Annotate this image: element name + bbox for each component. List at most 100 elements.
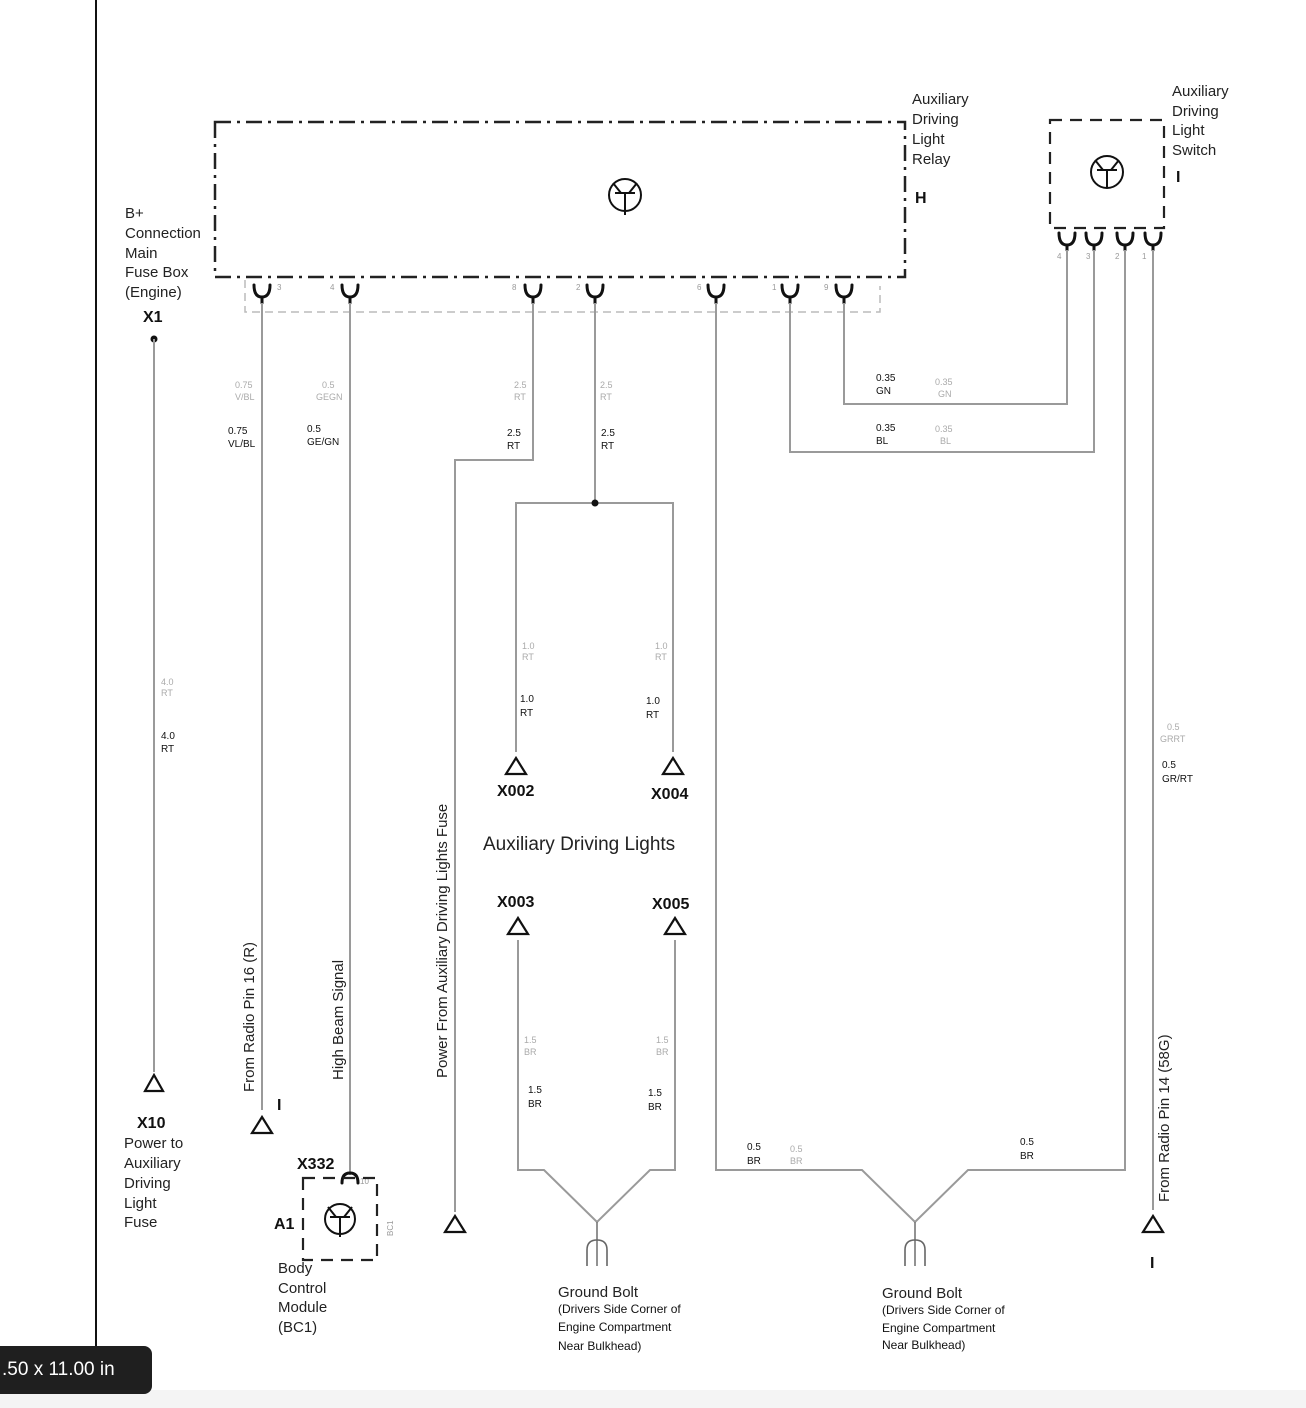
switch-pin-num: 1 [1142,252,1147,261]
relay-pin-num: 1 [772,283,777,292]
relay-label-1: Auxiliary [912,91,969,108]
wire-pin8 [454,303,534,1212]
relay-pin-9[interactable] [834,283,854,305]
switch-pin-num: 4 [1057,252,1062,261]
light-x003: X003 [497,894,534,911]
wire-label: 0.5 [1020,1137,1034,1148]
wire-label: 2.5 [600,380,613,390]
switch-component[interactable]: Auxiliary Driving Light Switch I 4 3 2 1 [1048,83,1229,261]
bcm-connector-id: X332 [297,1156,334,1173]
relay-component[interactable]: Auxiliary Driving Light Relay H 3 4 8 2 … [213,91,969,313]
ground1-label-3: Engine Compartment [558,1320,672,1334]
relay-pin-8[interactable] [523,283,543,305]
wire-labels: 4.0 RT 4.0 RT 0.75 V/BL 0.75 VL/BL 0.5 G… [161,373,1193,1167]
wire-label: 0.5 [322,380,335,390]
relay-label-2: Driving [912,111,959,128]
bcm-outline [301,1176,379,1262]
wire-pin1 [789,250,1095,453]
connector-fuse-triangle [443,1213,467,1234]
x10-label-3: Driving [124,1175,171,1192]
wire-label: GR/RT [1162,774,1193,785]
fusebox-component[interactable]: B+ Connection Main Fuse Box (Engine) X1 [125,205,201,343]
x10-label-4: Light [124,1195,157,1212]
bcm-ref: A1 [274,1216,295,1233]
wire-label: GE/GN [307,437,339,448]
bcm-pin[interactable] [340,1171,360,1185]
wire-label: BR [524,1047,537,1057]
signal-power-fuse: Power From Auxiliary Driving Lights Fuse [434,804,451,1078]
wire-label: RT [522,652,534,662]
signal-high-beam: High Beam Signal [330,960,347,1080]
ground1-label-2: (Drivers Side Corner of [558,1302,681,1316]
switch-pin-num: 2 [1115,252,1120,261]
relay-pin-4[interactable] [340,283,360,305]
wire-label: 1.5 [528,1085,542,1096]
wire-label: 2.5 [514,380,527,390]
wire-label: GN [876,386,891,397]
wire-pin6-ground [715,250,1126,1224]
wire-label: 1.5 [524,1035,537,1045]
relay-pin-num: 4 [330,283,335,292]
relay-pin-2[interactable] [585,283,605,305]
switch-letter: I [1176,169,1180,186]
relay-pin-6[interactable] [706,283,726,305]
bcm-pin-num: 10 [360,1177,369,1186]
relay-pin-num: 9 [824,283,829,292]
switch-icon [1090,155,1124,189]
wire-label: RT [514,392,526,402]
relay-pin-num: 8 [512,283,517,292]
signal-radio16-marker: I [277,1097,281,1114]
wire-label: 0.35 [935,377,953,387]
relay-pin-1[interactable] [780,283,800,305]
wire-label: 0.5 [1167,722,1180,732]
fusebox-id: X1 [143,309,163,326]
wire-label: 0.35 [935,424,953,434]
wire-label: 1.0 [520,694,534,705]
wire-label: BR [648,1102,662,1113]
relay-pin-3[interactable] [252,283,272,305]
connector-x004-triangle [661,755,685,776]
switch-pin-3[interactable] [1084,231,1104,252]
wire-label: RT [520,708,533,719]
wires [153,250,1154,1224]
wire-label: 0.75 [235,380,253,390]
wire-label: 0.5 [747,1142,761,1153]
fusebox-label-1: B+ [125,205,144,222]
connector-x002-triangle [504,755,528,776]
switch-pin-2[interactable] [1115,231,1135,252]
x10-label-2: Auxiliary [124,1155,181,1172]
bcm-component[interactable]: X332 10 A1 BC1 Body Control Module (BC1) [274,1156,395,1336]
ground-bolt-icon [904,1239,926,1266]
wire-label: BR [656,1047,669,1057]
wire-label: 2.5 [507,428,521,439]
wire-label: 0.75 [228,426,248,437]
lights-component[interactable]: X002 X004 Auxiliary Driving Lights X003 … [483,783,689,913]
wire-label: 1.0 [522,641,535,651]
x10-component[interactable]: X10 Power to Auxiliary Driving Light Fus… [124,1115,183,1231]
relay-pin-num: 6 [697,283,702,292]
wire-label: GEGN [316,392,343,402]
x10-id: X10 [137,1115,166,1132]
switch-outline [1048,118,1166,230]
ground-bolt-2[interactable]: Ground Bolt (Drivers Side Corner of Engi… [882,1222,1005,1352]
light-x004: X004 [651,786,688,803]
wire-label: RT [161,688,173,698]
fusebox-label-5: (Engine) [125,284,182,301]
x10-label-1: Power to [124,1135,183,1152]
wire-label: 0.5 [790,1144,803,1154]
switch-pin-4[interactable] [1057,231,1077,252]
ground-bolt-1[interactable]: Ground Bolt (Drivers Side Corner of Engi… [558,1222,681,1353]
signal-radio16: From Radio Pin 16 (R) [241,942,258,1092]
wire-label: 2.5 [601,428,615,439]
ground2-label-4: Near Bulkhead) [882,1338,965,1352]
wire-label: 4.0 [161,677,174,687]
bcm-side-label: BC1 [386,1220,395,1236]
signal-radio14: From Radio Pin 14 (58G) [1156,1034,1173,1202]
lights-title: Auxiliary Driving Lights [483,834,675,855]
switch-pin-num: 3 [1086,252,1091,261]
wire-label: 1.5 [656,1035,669,1045]
switch-pin-1[interactable] [1143,231,1163,252]
wire-label: 0.5 [307,424,321,435]
ground1-label-1: Ground Bolt [558,1284,639,1301]
bcm-label-2: Control [278,1280,326,1297]
